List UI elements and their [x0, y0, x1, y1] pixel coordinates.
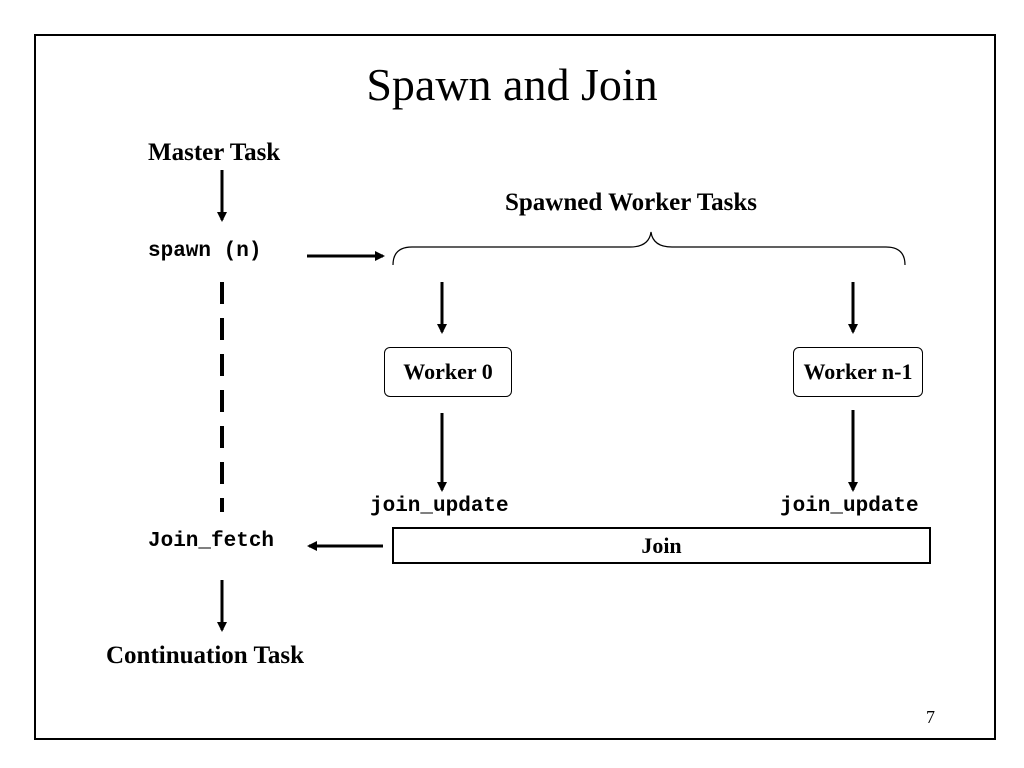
page-number: 7 [926, 707, 935, 727]
join-label: Join [641, 533, 682, 558]
worker-0-box: Worker 0 [384, 347, 512, 397]
slide-title: Spawn and Join [366, 59, 658, 110]
worker-n-1-box: Worker n-1 [793, 347, 923, 397]
spawned-worker-tasks-label: Spawned Worker Tasks [505, 189, 757, 216]
join-bar: Join [392, 527, 931, 564]
slide-frame [34, 34, 996, 740]
join-update-worker-0: join_update [370, 495, 509, 518]
spawn-call-label: spawn (n) [148, 240, 262, 263]
join-fetch-label: Join_fetch [148, 530, 275, 553]
worker-n-1-label: Worker n-1 [803, 359, 913, 384]
worker-group-brace [392, 231, 906, 266]
join-update-worker-n-1: join_update [780, 495, 919, 518]
worker-0-label: Worker 0 [403, 359, 493, 384]
master-task-label: Master Task [148, 139, 281, 166]
continuation-task-label: Continuation Task [106, 642, 305, 669]
